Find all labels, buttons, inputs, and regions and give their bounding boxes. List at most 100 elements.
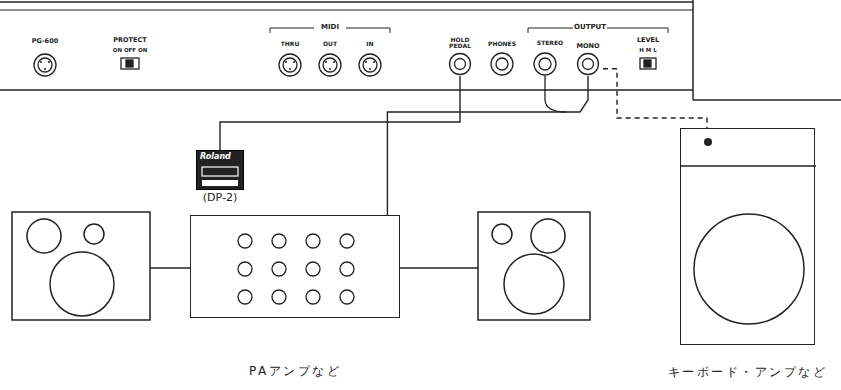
knob (340, 290, 354, 304)
jack-label: MONO (573, 43, 603, 50)
jack-label: PAアンプなど (249, 365, 341, 378)
input-jack (704, 138, 712, 146)
output-jack: HOLD PEDAL (444, 37, 476, 76)
stereo-wire (545, 76, 566, 112)
din-pins (333, 61, 335, 63)
right-speaker (531, 219, 565, 253)
slide-switches (121, 58, 139, 69)
slide-switches (644, 60, 651, 67)
din-jacks (34, 54, 381, 76)
panel-label: PHONES (488, 41, 516, 48)
rear-panel (0, 10, 693, 11)
label-brackets (346, 28, 390, 33)
din-pins (369, 68, 371, 70)
pedal-plate (202, 167, 238, 176)
amplifier-box: PAアンプなど (190, 215, 400, 318)
left-speaker (27, 219, 61, 253)
panel-label: LEVEL (637, 37, 659, 44)
label-brackets (607, 28, 668, 33)
speaker-wires (400, 267, 478, 269)
left-speaker (12, 212, 150, 320)
panel-label: MIDI (321, 24, 339, 32)
jack-ring (450, 54, 471, 75)
slide-switches (640, 58, 656, 69)
jack-hole (455, 59, 466, 70)
din-pins (329, 68, 331, 70)
rear-panel (692, 0, 694, 100)
din-pins (48, 61, 50, 63)
din-pins (289, 68, 291, 70)
din-pins (40, 61, 375, 70)
knob (238, 234, 252, 248)
rear-panel (0, 0, 841, 100)
din-jacks (363, 58, 377, 72)
knob (340, 262, 354, 276)
pedal-plate (202, 180, 238, 186)
panel-label: PROTECT (113, 37, 146, 44)
right-speaker (504, 254, 564, 314)
knob (306, 262, 320, 276)
din-pins (44, 68, 46, 70)
amp-cabinet (681, 129, 816, 346)
jack-ring (578, 54, 599, 75)
jack-socket (448, 52, 472, 76)
jack-label: キーボード・アンプなど (668, 366, 828, 379)
jack-label: Roland (197, 151, 243, 164)
din-pins (373, 61, 375, 63)
panel-label: STEREO (537, 40, 563, 47)
phone-jacks (539, 58, 551, 70)
din-pins (325, 61, 327, 63)
panel-label: THRU (281, 41, 300, 48)
jack-socket (576, 52, 600, 76)
label-brackets (528, 28, 573, 33)
cable (387, 76, 588, 215)
slide-switches (121, 58, 656, 69)
rear-panel (693, 99, 841, 101)
panel-label: PG-600 (32, 38, 58, 45)
phone-jacks (491, 53, 513, 75)
din-jacks (279, 54, 301, 76)
cable (220, 76, 460, 150)
phone-jacks (491, 53, 556, 75)
din-pins (285, 61, 287, 63)
din-pins (365, 61, 367, 63)
panel-label: IN (366, 41, 373, 48)
knob (340, 234, 354, 248)
pedal-switch: Roland(DP-2) (196, 150, 244, 190)
din-jacks (38, 58, 52, 72)
din-jacks (319, 54, 341, 76)
panel-line (681, 165, 816, 167)
knob (272, 262, 286, 276)
label-brackets (270, 28, 314, 33)
din-jacks (34, 54, 56, 76)
rear-panel (0, 1, 693, 3)
left-speaker (84, 224, 104, 244)
amp-knobs (191, 216, 401, 319)
speaker-cone (694, 214, 804, 324)
panel-label: OUT (323, 41, 337, 48)
panel-label: H M L (639, 47, 656, 53)
panel-label: OUTPUT (574, 24, 606, 32)
knob (272, 290, 286, 304)
din-jacks (283, 58, 297, 72)
knob (272, 234, 286, 248)
knob (238, 262, 252, 276)
output-jack: MONO (573, 43, 603, 76)
slide-switches (126, 60, 133, 67)
stereo-wire (545, 76, 566, 112)
right-speaker (492, 224, 512, 244)
jack-label: HOLD PEDAL (444, 37, 476, 50)
din-pins (40, 61, 42, 63)
din-pins (293, 61, 295, 63)
model-label: (DP-2) (203, 192, 237, 204)
cable (603, 69, 707, 128)
din-jacks (323, 58, 337, 72)
rear-panel (0, 89, 693, 91)
amplifier-box: キーボード・アンプなど (680, 128, 815, 345)
speaker-wires (150, 267, 190, 269)
right-speaker (478, 212, 590, 320)
jack-hole (583, 59, 594, 70)
panel-label: ON OFF ON (113, 47, 148, 53)
left-speaker (12, 212, 150, 320)
knob (306, 290, 320, 304)
